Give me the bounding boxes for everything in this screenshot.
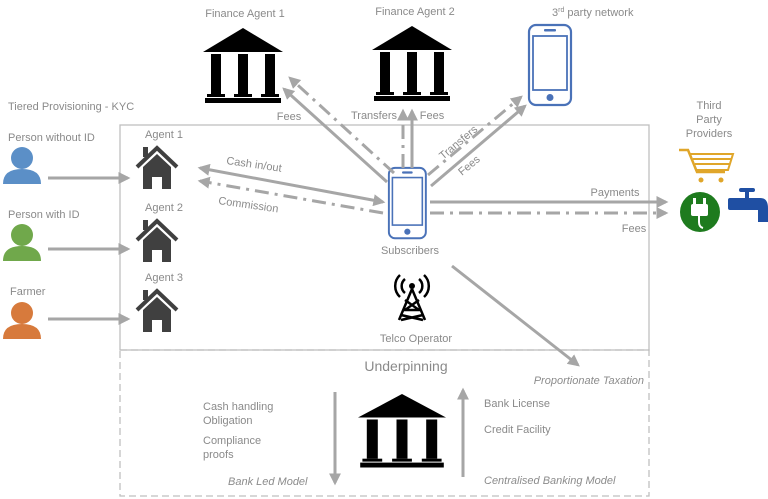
user-label-person-with-id: Person with ID [8,209,80,221]
finance-agent-2-label: Finance Agent 2 [375,6,455,18]
telco-tower-icon [393,274,431,322]
person-without-id-icon [3,147,41,184]
payments-label: Payments [591,187,640,199]
bank-led-model-label: Bank Led Model [228,476,308,488]
telco-operator-label: Telco Operator [380,333,452,345]
arrow-proportionate-taxation [451,264,580,367]
underpinning-title: Underpinning [364,358,447,374]
underpinning-left-item-4: proofs [203,449,234,461]
agent-3-label: Agent 3 [145,272,183,284]
diagram-title: Tiered Provisioning - KYC [8,101,134,113]
arrow-subscribers-to-third-party-network [430,104,527,188]
dash-arrow-subscribers-to-finance-agent-1 [288,76,396,175]
agent-2-house-icon [135,218,179,264]
cash-in-out-label: Cash in/out [226,155,283,175]
user-label-person-without-id: Person without ID [8,132,95,144]
underpinning-boundary [119,349,650,497]
agent-3-house-icon [135,288,179,334]
underpinning-right-item-1: Bank License [484,398,550,410]
underpinning-left-item-1: Cash handling [203,401,273,413]
arrow-cash-in-out [197,163,386,207]
central-bank-icon [358,394,446,468]
proportionate-taxation-label: Proportionate Taxation [534,375,644,387]
farmer-icon [3,302,41,339]
tpn-fees-label: Fees [456,153,483,178]
provider-fees-label: Fees [622,223,647,235]
underpinning-left-item-3: Compliance [203,435,261,447]
agent-1-label: Agent 1 [145,129,183,141]
dash-arrow-subscribers-to-third-party-network [427,95,523,177]
third-party-network-phone-icon [527,23,573,107]
arrow-subscribers-to-finance-agent-1 [282,87,389,184]
finance-agent-1-bank-icon [203,28,283,103]
underpinning-right-item-2: Credit Facility [484,424,551,436]
subscribers-label: Subscribers [381,245,440,257]
power-plug-icon [680,192,720,232]
shopping-cart-icon [679,148,735,183]
fa1-fees-label: Fees [277,111,302,123]
ecosystem-boundary [119,124,650,351]
third-party-providers-label-line-2: Party [696,114,722,126]
fa2-fees-label: Fees [420,110,445,122]
dash-arrow-commission [197,176,384,215]
subscribers-phone-icon [387,166,427,240]
third-party-providers-label-line-1: Third [696,100,721,112]
agent-2-label: Agent 2 [145,202,183,214]
third-party-providers-label-line-3: Providers [686,128,733,140]
agent-1-house-icon [135,145,179,191]
third-party-network-label: 3rd party network [552,7,634,19]
user-label-farmer: Farmer [10,286,46,298]
underpinning-left-item-2: Obligation [203,415,253,427]
person-with-id-icon [3,224,41,261]
fa2-transfers-label: Transfers [351,110,398,122]
commission-label: Commission [218,195,280,215]
water-tap-icon [728,188,768,222]
finance-agent-1-label: Finance Agent 1 [205,8,285,20]
centralised-banking-model-label: Centralised Banking Model [484,475,616,487]
finance-agent-2-bank-icon [372,26,452,101]
